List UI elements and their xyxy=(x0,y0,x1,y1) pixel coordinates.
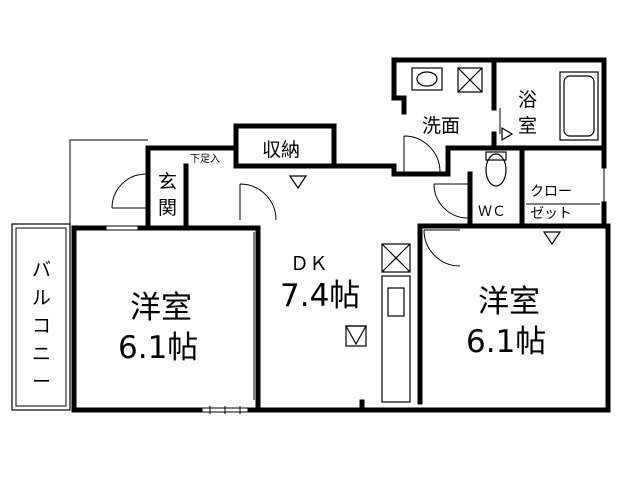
balcony-char: コ xyxy=(32,315,51,337)
shoe-rack-label: 下足入 xyxy=(190,153,220,165)
toilet-icon xyxy=(485,153,507,187)
bath-label-2: 室 xyxy=(518,115,537,137)
west-room-size: 6.1帖 xyxy=(118,330,198,366)
doors xyxy=(111,108,600,267)
washbasin-icon xyxy=(411,67,443,91)
fixtures xyxy=(288,67,599,403)
entrance-label-2: 関 xyxy=(158,197,177,219)
balcony-char: ニ xyxy=(32,343,51,365)
wash-marker-icon xyxy=(501,126,514,142)
east-room-size: 6.1帖 xyxy=(466,324,546,360)
balcony-char: ー xyxy=(32,371,51,393)
dk-door xyxy=(239,183,277,221)
bath-label-1: 浴 xyxy=(518,89,537,111)
closet-label-2: ゼット xyxy=(530,206,572,222)
walls xyxy=(71,57,611,413)
west-room-name: 洋室 xyxy=(130,290,192,326)
sink-icon xyxy=(387,287,405,317)
toilet-label: ＷＣ xyxy=(478,204,506,220)
entrance-label-1: 玄 xyxy=(158,171,177,193)
washroom-label: 洗面 xyxy=(422,115,460,137)
stove-icon xyxy=(344,325,368,346)
closet-label-1: クロー xyxy=(530,184,572,200)
dk-name: ＤＫ xyxy=(290,253,328,275)
balcony-label: バ ル コ ニ ー xyxy=(32,259,51,393)
wc-door xyxy=(433,183,469,219)
closet-marker-icon xyxy=(542,231,562,246)
refrigerator-icon xyxy=(381,243,411,273)
east-room-name: 洋室 xyxy=(478,284,540,320)
washer-pan-icon xyxy=(457,67,483,93)
bathtub-icon xyxy=(559,71,599,141)
balcony-char: ル xyxy=(32,287,51,309)
entrance-porch xyxy=(69,139,148,224)
storage-label: 収納 xyxy=(262,139,300,161)
balcony xyxy=(11,223,71,411)
east-room-door xyxy=(423,229,461,267)
storage-marker-icon xyxy=(288,175,308,190)
balcony-char: バ xyxy=(32,259,51,281)
dk-size: 7.4帖 xyxy=(280,278,360,314)
kitchen-counter xyxy=(381,275,411,403)
washroom-door xyxy=(403,135,441,173)
entrance-door xyxy=(111,173,147,209)
windows xyxy=(104,166,611,414)
